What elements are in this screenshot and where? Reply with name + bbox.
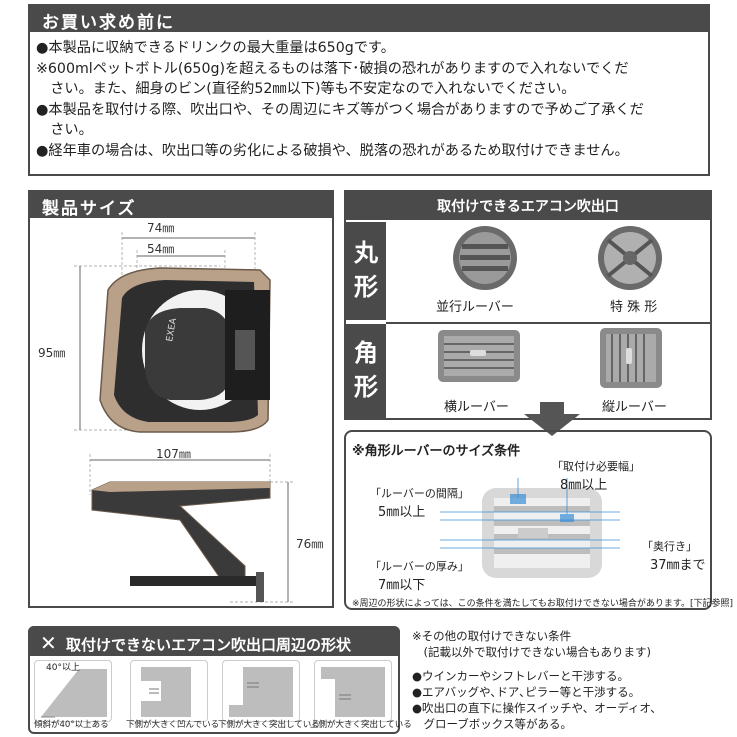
square-label-char: 形 xyxy=(354,373,378,401)
required-width-label: 「取付け必要幅」 8㎜以上 xyxy=(552,458,640,493)
angle-label: 40°以上 xyxy=(46,663,80,673)
square-type-label: 角 形 xyxy=(346,324,386,418)
louver-gap-value: 5㎜以上 xyxy=(378,505,426,520)
tile-caption: 下側が大きく突出している xyxy=(218,720,320,730)
louver-gap-title: 「ルーバーの間隔」 xyxy=(370,487,469,500)
round-label-char: 丸 xyxy=(354,239,378,267)
louver-conditions-panel xyxy=(344,430,712,610)
vertical-louver-icon xyxy=(600,328,662,388)
not-mountable-title: ✕ 取付けできないエアコン吹出口周辺の形状 xyxy=(28,626,400,656)
cross-icon: ✕ xyxy=(40,631,57,655)
depth-value: 37㎜まで xyxy=(650,558,706,573)
parallel-louver-icon xyxy=(453,226,517,290)
precaution-line: ●経年車の場合は、吹出口等の劣化による破損や、脱落の恐れがあるため取付けできませ… xyxy=(36,142,629,159)
condition-line: (記載以外で取付けできない場合もあります) xyxy=(412,645,651,659)
condition-line: ●エアバッグや､ドア､ピラー等と干渉する。 xyxy=(412,685,641,699)
depth-label: 「奥行き」 37㎜まで xyxy=(642,538,706,573)
dim-107: 107㎜ xyxy=(156,447,191,461)
brand-logo: EXEA xyxy=(165,317,179,343)
required-width-title: 「取付け必要幅」 xyxy=(552,460,640,473)
vent-caption: 特 殊 形 xyxy=(610,300,658,315)
louver-gap-label: 「ルーバーの間隔」 5㎜以上 xyxy=(370,485,469,520)
dim-95: 95㎜ xyxy=(38,346,66,360)
louver-conditions-title: ※角形ルーバーのサイズ条件 xyxy=(352,444,521,459)
protruding-bottom-tile xyxy=(222,660,300,722)
recessed-tile xyxy=(130,660,208,722)
protruding-top-tile xyxy=(314,660,392,722)
not-mountable-title-text: 取付けできないエアコン吹出口周辺の形状 xyxy=(66,636,352,654)
precaution-line: ●本製品を取付ける際、吹出口や、その周辺にキズ等がつく場合がありますので予めご了… xyxy=(36,101,644,118)
compatible-vents-title: 取付けできるエアコン吹出口 xyxy=(344,190,712,220)
vent-caption: 横ルーバー xyxy=(444,400,509,415)
precautions-title: お買い求め前に xyxy=(28,4,710,33)
horizontal-louver-icon xyxy=(438,330,520,382)
tile-caption: 傾斜が40°以上ある xyxy=(34,720,109,730)
dim-54: 54㎜ xyxy=(147,242,175,256)
required-width-value: 8㎜以上 xyxy=(560,478,608,493)
round-type-label: 丸 形 xyxy=(346,222,386,320)
tile-caption: 下側が大きく凹んでいる xyxy=(126,720,220,730)
precaution-line: さい。 xyxy=(36,122,93,138)
vent-caption: 縦ルーバー xyxy=(602,400,667,415)
square-label-char: 角 xyxy=(354,339,378,367)
tile-caption: 上側が大きく突出している xyxy=(310,720,412,730)
round-label-char: 形 xyxy=(354,273,378,301)
condition-line: グローブボックス等がある。 xyxy=(412,717,572,731)
precautions-list: ●本製品に収納できるドリンクの最大重量は650gです。 ※600mlペットボトル… xyxy=(36,38,702,161)
condition-line: ※その他の取付けできない条件 xyxy=(412,629,572,643)
special-shape-icon xyxy=(598,226,662,290)
slope-tile xyxy=(34,660,112,722)
louver-thickness-title: 「ルーバーの厚み」 xyxy=(370,560,469,573)
dim-74: 74㎜ xyxy=(147,221,175,235)
product-front-illustration: EXEA xyxy=(74,232,294,603)
louver-thickness-value: 7㎜以下 xyxy=(378,578,426,593)
down-arrow-icon xyxy=(524,402,580,436)
product-size-title: 製品サイズ xyxy=(28,190,334,219)
condition-line: ●ウインカーやシフトレバーと干渉する。 xyxy=(412,669,630,683)
louver-diagram xyxy=(440,478,620,578)
vent-caption: 並行ルーバー xyxy=(436,300,514,315)
dim-76: 76㎜ xyxy=(296,537,324,551)
precaution-line: ※600mlペットボトル(650g)を超えるものは落下･破損の恐れがありますので… xyxy=(36,60,629,77)
louver-footnote: ※周辺の形状によっては、この条件を満たしてもお取付けできない場合があります。[下… xyxy=(352,599,734,609)
condition-line: ●吹出口の直下に操作スイッチや、オーディオ、 xyxy=(412,701,662,715)
vent-icons xyxy=(438,226,662,388)
precaution-line: さい。また、細身のビン(直径約52㎜以下)等も不安定なので入れないでください。 xyxy=(36,81,576,97)
precaution-line: ●本製品に収納できるドリンクの最大重量は650gです。 xyxy=(36,40,395,56)
other-conditions: ※その他の取付けできない条件 (記載以外で取付けできない場合もあります) ●ウイ… xyxy=(412,628,662,732)
depth-title: 「奥行き」 xyxy=(642,540,697,553)
louver-thickness-label: 「ルーバーの厚み」 7㎜以下 xyxy=(370,558,469,593)
